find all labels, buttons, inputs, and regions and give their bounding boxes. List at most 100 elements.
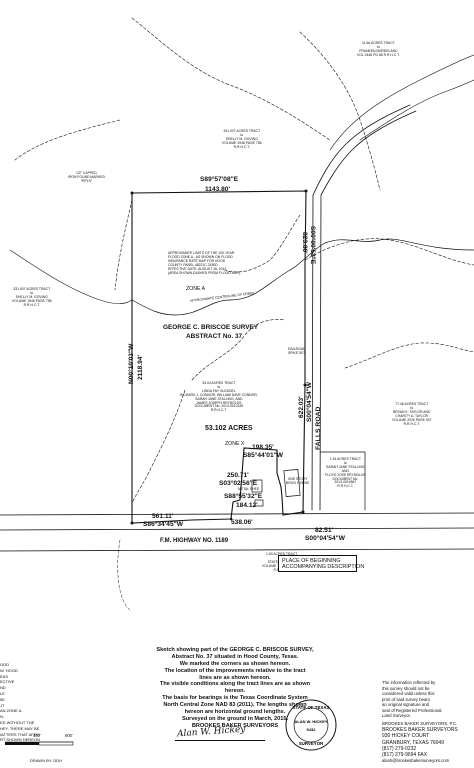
pob-line-1: PLACE OF BEGINNING: [282, 558, 341, 564]
creek-centerline: [131, 238, 474, 316]
flood-zone-label: ZONE X: [225, 441, 245, 447]
note-line: Abstract No. 37 situated in Hood County,…: [171, 653, 299, 660]
road-label: FALLS ROAD: [315, 406, 322, 450]
left-margin-fragments: OOD W. HOOD EAS ECTIVE ND LE 5E JT AN ZO…: [0, 662, 40, 743]
adjoining-lot-boundary: [319, 451, 366, 511]
firm-city: GRANBURY, TEXAS 76049: [382, 739, 444, 746]
disclaimer-line: seal of Registered Professional: [382, 707, 442, 713]
flood-limit-line: [344, 342, 474, 369]
flood-limit-line: [14, 119, 121, 161]
monument-label: RAILROAD SPIKE SET: [288, 347, 306, 355]
adjoiner-label: 331.007 ACRES TRACT to SHELLY M. GOVING …: [12, 287, 52, 307]
flood-limit-line: [131, 17, 331, 141]
adjoiner-label: 1.34 ACRES TRACT to SARAH JANE STALLING …: [325, 457, 366, 489]
south-bearing: S86°34'45"W: [143, 521, 183, 528]
building-label: METAL SHED: [238, 487, 260, 491]
creek-line: [359, 79, 474, 141]
scale-label-end: 600': [65, 733, 73, 738]
note-line: hereon.: [224, 688, 246, 695]
pob-callout: PLACE OF BEGINNING ACCOMPANYING DESCRIPT…: [278, 555, 364, 572]
fragment: ECTIVE: [0, 679, 15, 685]
adjoiner-label: 11.66 ACRES TRACT to FRANKEN BORDELAND V…: [357, 41, 400, 57]
scale-bar: [5, 741, 74, 746]
drawn-by: DRAWN BY: DDH: [30, 758, 63, 763]
north-distance: 1143.80': [205, 186, 231, 193]
signature-line: [175, 740, 265, 741]
call-bearing: S85°44'01"W: [243, 452, 283, 459]
road-label: F.M. HIGHWAY NO. 1189: [160, 538, 229, 544]
adjoiner-label: 77.46 ACRES TRACT to BRYAN K. TAYLOR AND…: [392, 402, 432, 426]
note-line: North Central Zone NAD 83 (2011). The le…: [163, 702, 307, 708]
fragment: JT: [0, 702, 5, 708]
note-line: We marked the corners as shown hereon.: [179, 660, 291, 667]
survey-abstract: ABSTRACT No. 37: [186, 333, 243, 340]
west-bearing: N00°10'03"W: [128, 343, 135, 384]
note-line: hereon are horizontal ground lengths.: [184, 708, 286, 715]
disclaimer-line: considered valid unless this: [382, 691, 435, 697]
adjoiner-label: 331.007 ACRES TRACT to SHELLY M. GOVING …: [222, 129, 262, 149]
seal-bottom: SURVEYOR: [299, 741, 324, 746]
shed-footprint: [254, 499, 264, 507]
creek-line: [329, 54, 474, 151]
firm-address: 930 HICKEY COURT: [382, 733, 430, 740]
pob-distance: 82.51': [315, 527, 334, 534]
fragment: LE: [0, 690, 5, 696]
fragment: HEY, THERE MAY BE: [0, 725, 40, 731]
adjoiner-label: 53.04 ACRES TRACT to LINDA FAY GLEDDEL R…: [180, 381, 258, 413]
disclaimer-line: print of said survey bears: [382, 696, 431, 702]
fragment: ED WITHOUT THE: [0, 719, 35, 725]
disclaimer-firm: BROOKES BAKER SURVEYORS, P.C.: [382, 721, 458, 727]
house-footprint: [283, 469, 301, 497]
fragment: N.: [0, 714, 4, 720]
firm-contact-block: BROOKES BAKER SURVEYORS 930 HICKEY COURT…: [382, 727, 458, 764]
east-upper-bearing: S00°00'53"E: [309, 226, 316, 265]
flood-limit-line: [224, 214, 301, 273]
disclaimer-line: this survey should not be: [382, 685, 430, 691]
tract-area: 53.102 ACRES: [205, 425, 253, 432]
shed-footprint: [251, 479, 263, 493]
monument-label: 1/2" CAPPED IRON FOUND MARKED "RPLS": [68, 171, 105, 183]
firm-fax: (817) 279-9694 FAX: [382, 752, 428, 758]
survey-notes: Sketch showing part of the GEORGE C. BRI…: [135, 647, 335, 730]
west-distance: 2118.94': [137, 354, 144, 380]
fragment: RT SHOWN HEREON.: [0, 737, 40, 743]
disclaimer-block: The information reflected by this survey…: [382, 680, 457, 727]
note-line: lines are as shown hereon.: [199, 674, 271, 681]
highway-row-line: [0, 512, 474, 516]
fragment: EAS: [0, 673, 9, 679]
seal-name: ALAN W. HICKEY: [294, 719, 327, 724]
highway-row-line: [0, 548, 474, 552]
flood-limit-line: [117, 539, 131, 611]
scale-label-mid: 400': [33, 733, 41, 738]
disclaimer-line: Land Surveyor.: [382, 713, 411, 719]
south-distance: 561.11': [152, 513, 174, 520]
fragment: ND: [0, 685, 6, 691]
east-lower-bearing: S00°04'54"W: [306, 382, 313, 422]
east-lower-distance: 622.03': [298, 396, 305, 418]
south-distance-2: 538.06': [231, 519, 253, 526]
note-line: BROOKES BAKER SURVEYORS: [191, 722, 279, 729]
fragment: W. HOOD: [0, 667, 18, 673]
falls-road-edge: [319, 110, 417, 511]
flood-limit-line: [299, 31, 381, 191]
flood-limit-line: [304, 238, 474, 266]
fragment: IATTERS THAT AFFECT: [0, 731, 40, 737]
note-line: The basis for bearings is the Texas Coor…: [162, 695, 308, 702]
building-label: ONE STORY BRICK HOUSE: [286, 477, 310, 485]
disclaimer-line: an original signature and: [382, 702, 430, 708]
creek-line: [9, 249, 133, 305]
firm-phone: (817) 279-0232: [382, 745, 417, 752]
flood-limit-line: [114, 199, 133, 291]
note-line: Sketch showing part of the GEORGE C. BRI…: [156, 647, 314, 653]
fragment: AN ZONE A.: [0, 708, 23, 714]
call-bearing: S03°02'56"E: [219, 480, 258, 487]
tract-boundary: [131, 190, 307, 524]
call-distance: 198.35': [252, 444, 274, 451]
note-line: The visible conditions along the tract l…: [159, 681, 311, 688]
pob-bearing: S00°04'54"W: [305, 535, 345, 542]
fragment: OOD: [0, 662, 10, 667]
flood-limit-line: [191, 319, 286, 381]
call-bearing: S88°55'32"E: [224, 493, 263, 500]
highway-row-line: [0, 527, 474, 531]
